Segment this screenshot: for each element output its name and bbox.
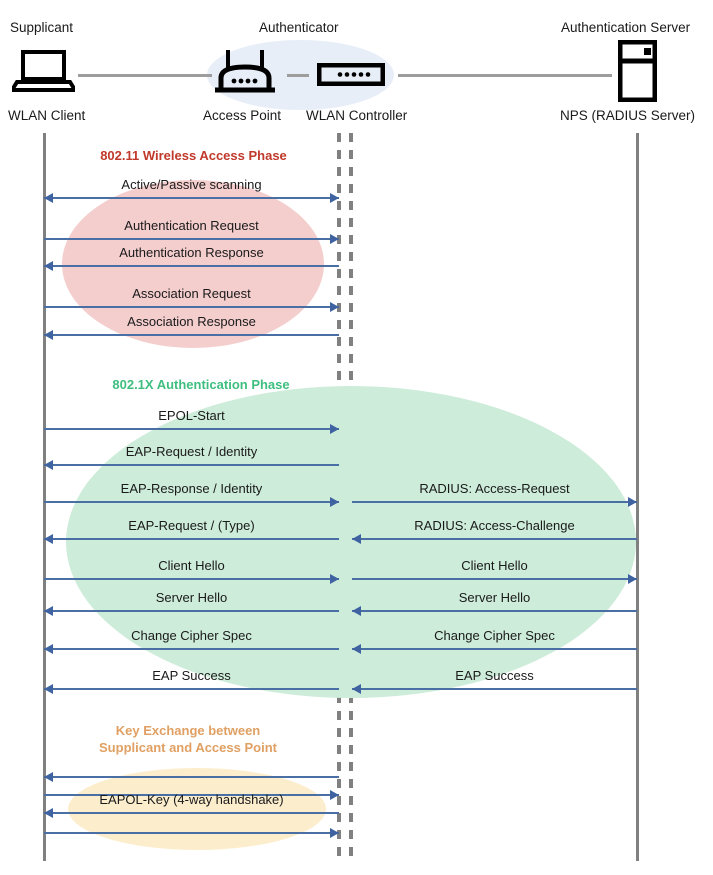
phase-label-key-exchange: Key Exchange between Supplicant and Acce… bbox=[99, 723, 277, 755]
role-title-supplicant: Supplicant bbox=[10, 20, 74, 35]
message-line bbox=[352, 501, 637, 503]
message-label: Authentication Request bbox=[124, 218, 259, 233]
message-line bbox=[44, 464, 339, 466]
node-caption-wlan-client: WLAN Client bbox=[8, 108, 86, 123]
arrow-head-left bbox=[44, 534, 53, 544]
message-label: EAPOL-Key (4-way handshake) bbox=[99, 792, 284, 807]
arrow-head-left bbox=[44, 261, 53, 271]
arrow-head-left bbox=[352, 644, 361, 654]
arrow-head-right bbox=[330, 234, 339, 244]
message-line bbox=[44, 794, 339, 796]
arrow-head-left bbox=[352, 534, 361, 544]
message-line bbox=[352, 538, 637, 540]
message-line bbox=[44, 610, 339, 612]
arrow-head-right bbox=[628, 574, 637, 584]
arrow-head-right bbox=[628, 497, 637, 507]
arrow-head-right bbox=[330, 424, 339, 434]
wire-ap-to-controller bbox=[287, 74, 309, 77]
arrow-head-left bbox=[44, 330, 53, 340]
arrow-head-left bbox=[44, 684, 53, 694]
message-line bbox=[44, 428, 339, 430]
message-label: Association Request bbox=[132, 286, 251, 301]
node-caption-access-point: Access Point bbox=[203, 108, 282, 123]
wire-client-to-ap bbox=[78, 74, 212, 77]
message-label: EAP-Request / Identity bbox=[125, 444, 258, 459]
network-switch-icon bbox=[317, 63, 385, 86]
arrow-head-left bbox=[44, 193, 53, 203]
lifeline-auth-server bbox=[636, 133, 639, 861]
arrow-head-right bbox=[330, 193, 339, 203]
arrow-head-right bbox=[330, 302, 339, 312]
message-line bbox=[44, 197, 339, 199]
message-line bbox=[44, 688, 339, 690]
message-line bbox=[44, 776, 339, 778]
message-label: EPOL-Start bbox=[158, 408, 225, 423]
message-line bbox=[352, 648, 637, 650]
arrow-head-right bbox=[330, 574, 339, 584]
message-label: Association Response bbox=[127, 314, 256, 329]
message-line bbox=[352, 688, 637, 690]
arrow-head-left bbox=[352, 606, 361, 616]
message-line bbox=[44, 832, 339, 834]
role-title-authenticator: Authenticator bbox=[259, 20, 339, 35]
message-label: RADIUS: Access-Challenge bbox=[414, 518, 575, 533]
message-label: Authentication Response bbox=[119, 245, 264, 260]
message-line bbox=[44, 501, 339, 503]
message-label: RADIUS: Access-Request bbox=[419, 481, 570, 496]
message-label: EAP-Response / Identity bbox=[120, 481, 263, 496]
wire-controller-to-server bbox=[398, 74, 612, 77]
message-label: Server Hello bbox=[458, 590, 531, 605]
message-line bbox=[44, 812, 339, 814]
arrow-head-left bbox=[44, 644, 53, 654]
node-caption-nps-radius-server: NPS (RADIUS Server) bbox=[560, 108, 696, 123]
node-caption-wlan-controller: WLAN Controller bbox=[306, 108, 408, 123]
message-line bbox=[44, 334, 339, 336]
message-line bbox=[44, 538, 339, 540]
phase-label-dot1x-auth: 802.1X Authentication Phase bbox=[112, 377, 290, 392]
phase-blob-wireless-access bbox=[62, 180, 324, 348]
arrow-head-left bbox=[44, 772, 53, 782]
phase-label-wireless-access: 802.11 Wireless Access Phase bbox=[100, 148, 287, 163]
message-label: EAP Success bbox=[152, 668, 231, 683]
message-line bbox=[352, 578, 637, 580]
message-line bbox=[352, 610, 637, 612]
arrow-head-left bbox=[44, 606, 53, 616]
arrow-head-right bbox=[330, 497, 339, 507]
laptop-icon bbox=[12, 50, 75, 92]
phase-blob-dot1x-auth bbox=[66, 386, 636, 698]
message-label: Client Hello bbox=[158, 558, 225, 573]
message-line bbox=[44, 265, 339, 267]
arrow-head-right bbox=[330, 790, 339, 800]
lifeline-supplicant bbox=[43, 133, 46, 861]
arrow-head-left bbox=[44, 808, 53, 818]
arrow-head-right bbox=[330, 828, 339, 838]
message-label: EAP-Request / (Type) bbox=[128, 518, 255, 533]
message-label: Change Cipher Spec bbox=[131, 628, 252, 643]
arrow-head-left bbox=[352, 684, 361, 694]
message-line bbox=[44, 238, 339, 240]
wireless-router-icon bbox=[215, 48, 275, 96]
message-label: EAP Success bbox=[455, 668, 534, 683]
message-label: Server Hello bbox=[155, 590, 228, 605]
arrow-head-left bbox=[44, 460, 53, 470]
message-line bbox=[44, 648, 339, 650]
server-icon bbox=[618, 40, 657, 102]
message-label: Active/Passive scanning bbox=[121, 177, 262, 192]
message-line bbox=[44, 578, 339, 580]
role-title-authentication-server: Authentication Server bbox=[561, 20, 691, 35]
message-label: Client Hello bbox=[461, 558, 528, 573]
message-line bbox=[44, 306, 339, 308]
phase-blob-key-exchange bbox=[68, 768, 326, 850]
message-label: Change Cipher Spec bbox=[434, 628, 555, 643]
